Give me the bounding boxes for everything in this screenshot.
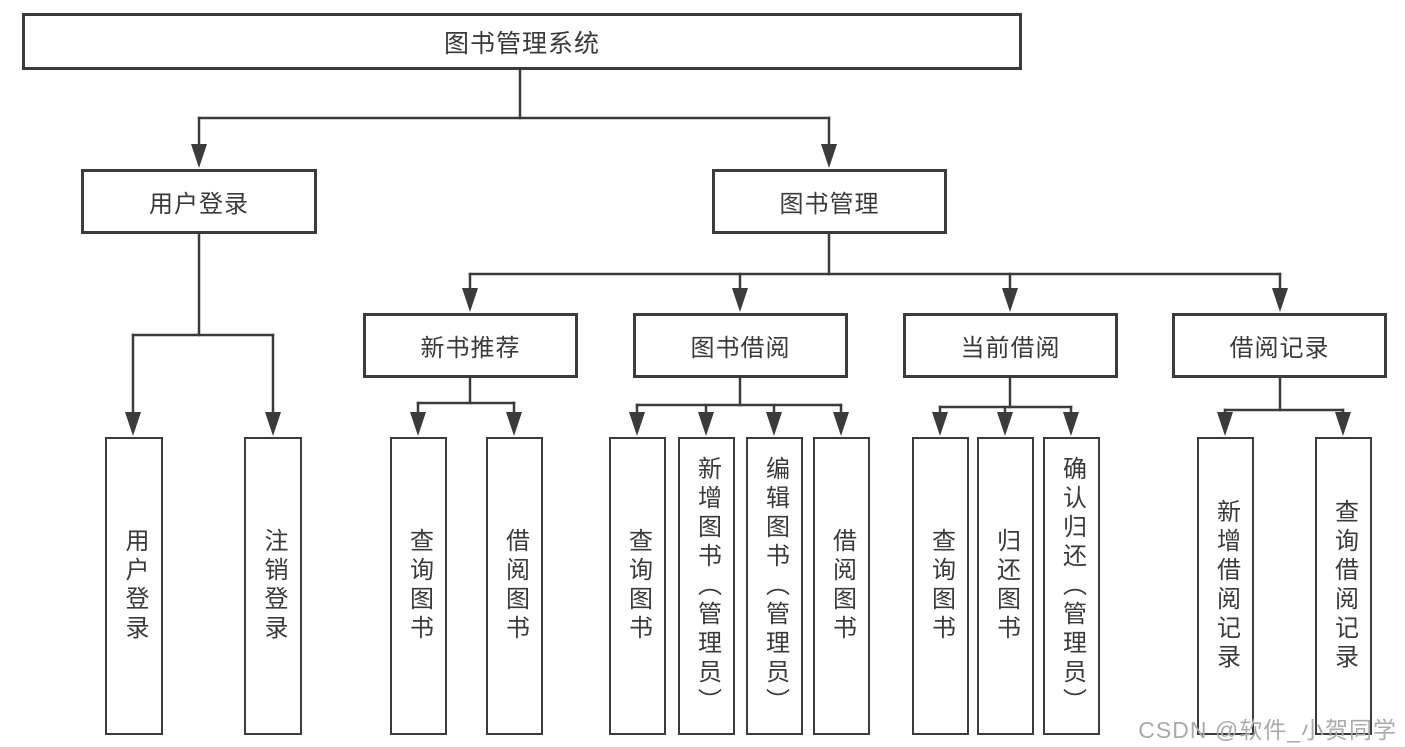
node-label: 新书推荐 <box>420 335 521 362</box>
leaf-borrow-add-admin: 新增图书（管理员） <box>678 437 735 735</box>
arrowhead-icon <box>821 144 837 168</box>
arrowhead-icon <box>265 412 281 436</box>
arrowhead-icon <box>1217 412 1233 436</box>
arrowhead-icon <box>410 412 426 436</box>
node-label: 注销登录 <box>259 528 287 644</box>
leaf-current-return: 归还图书 <box>977 437 1034 735</box>
leaf-current-query: 查询图书 <box>912 437 969 735</box>
leaf-borrow-borrow: 借阅图书 <box>813 437 870 735</box>
node-root-system: 图书管理系统 <box>22 13 1022 70</box>
node-label: 查询图书 <box>624 528 652 644</box>
node-label: 新增图书（管理员） <box>693 455 721 717</box>
leaf-newbook-borrow: 借阅图书 <box>486 437 543 735</box>
node-label: 用户登录 <box>149 191 249 218</box>
node-label: 借阅图书 <box>501 528 529 644</box>
arrowhead-icon <box>732 288 748 312</box>
arrowhead-icon <box>833 412 849 436</box>
node-label: 借阅记录 <box>1229 335 1330 362</box>
leaf-record-add: 新增借阅记录 <box>1197 437 1254 735</box>
arrowhead-icon <box>1335 412 1351 436</box>
node-label: 图书管理 <box>779 191 880 218</box>
arrowhead-icon <box>1272 288 1288 312</box>
leaf-current-confirm-admin: 确认归还（管理员） <box>1043 437 1100 735</box>
node-book-borrow: 图书借阅 <box>633 313 848 378</box>
leaf-newbook-query: 查询图书 <box>390 437 447 735</box>
node-label: 图书管理系统 <box>443 29 600 58</box>
node-label: 查询图书 <box>927 528 955 644</box>
leaf-user-login: 用户登录 <box>105 437 163 735</box>
csdn-watermark: CSDN @软件_小贺同学 <box>1138 717 1397 743</box>
leaf-record-query: 查询借阅记录 <box>1315 437 1372 735</box>
arrowhead-icon <box>462 288 478 312</box>
node-current-borrow: 当前借阅 <box>903 313 1118 378</box>
node-label: 确认归还（管理员） <box>1058 455 1086 717</box>
arrowhead-icon <box>698 412 714 436</box>
arrowhead-icon <box>629 412 645 436</box>
node-label: 查询借阅记录 <box>1330 499 1358 673</box>
leaf-borrow-query: 查询图书 <box>609 437 666 735</box>
arrowhead-icon <box>997 412 1013 436</box>
arrowhead-icon <box>506 412 522 436</box>
arrowhead-icon <box>125 412 141 436</box>
node-label: 归还图书 <box>992 528 1020 644</box>
leaf-borrow-edit-admin: 编辑图书（管理员） <box>746 437 803 735</box>
node-user-login: 用户登录 <box>81 169 317 234</box>
node-book-mgmt: 图书管理 <box>712 169 947 234</box>
node-label: 用户登录 <box>120 528 148 644</box>
arrowhead-icon <box>1002 288 1018 312</box>
arrowhead-icon <box>1063 412 1079 436</box>
arrowhead-icon <box>932 412 948 436</box>
arrowhead-icon <box>766 412 782 436</box>
node-label: 新增借阅记录 <box>1212 499 1240 673</box>
node-new-book-recommend: 新书推荐 <box>363 313 578 378</box>
node-borrow-records: 借阅记录 <box>1172 313 1387 378</box>
node-label: 图书借阅 <box>690 335 791 362</box>
arrowhead-icon <box>191 144 207 168</box>
leaf-logout: 注销登录 <box>244 437 302 735</box>
node-label: 查询图书 <box>405 528 433 644</box>
node-label: 借阅图书 <box>828 528 856 644</box>
node-label: 编辑图书（管理员） <box>761 455 789 717</box>
node-label: 当前借阅 <box>960 335 1061 362</box>
